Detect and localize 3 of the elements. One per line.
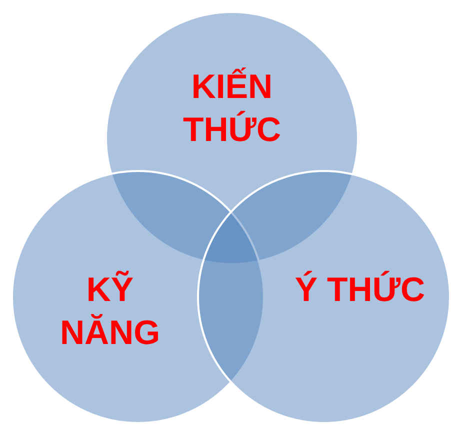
circle-label: KỸ NĂNG	[58, 270, 162, 354]
circle-label: Ý THỨC	[294, 270, 426, 311]
circle-label: KIẾN THỨC	[182, 66, 282, 150]
